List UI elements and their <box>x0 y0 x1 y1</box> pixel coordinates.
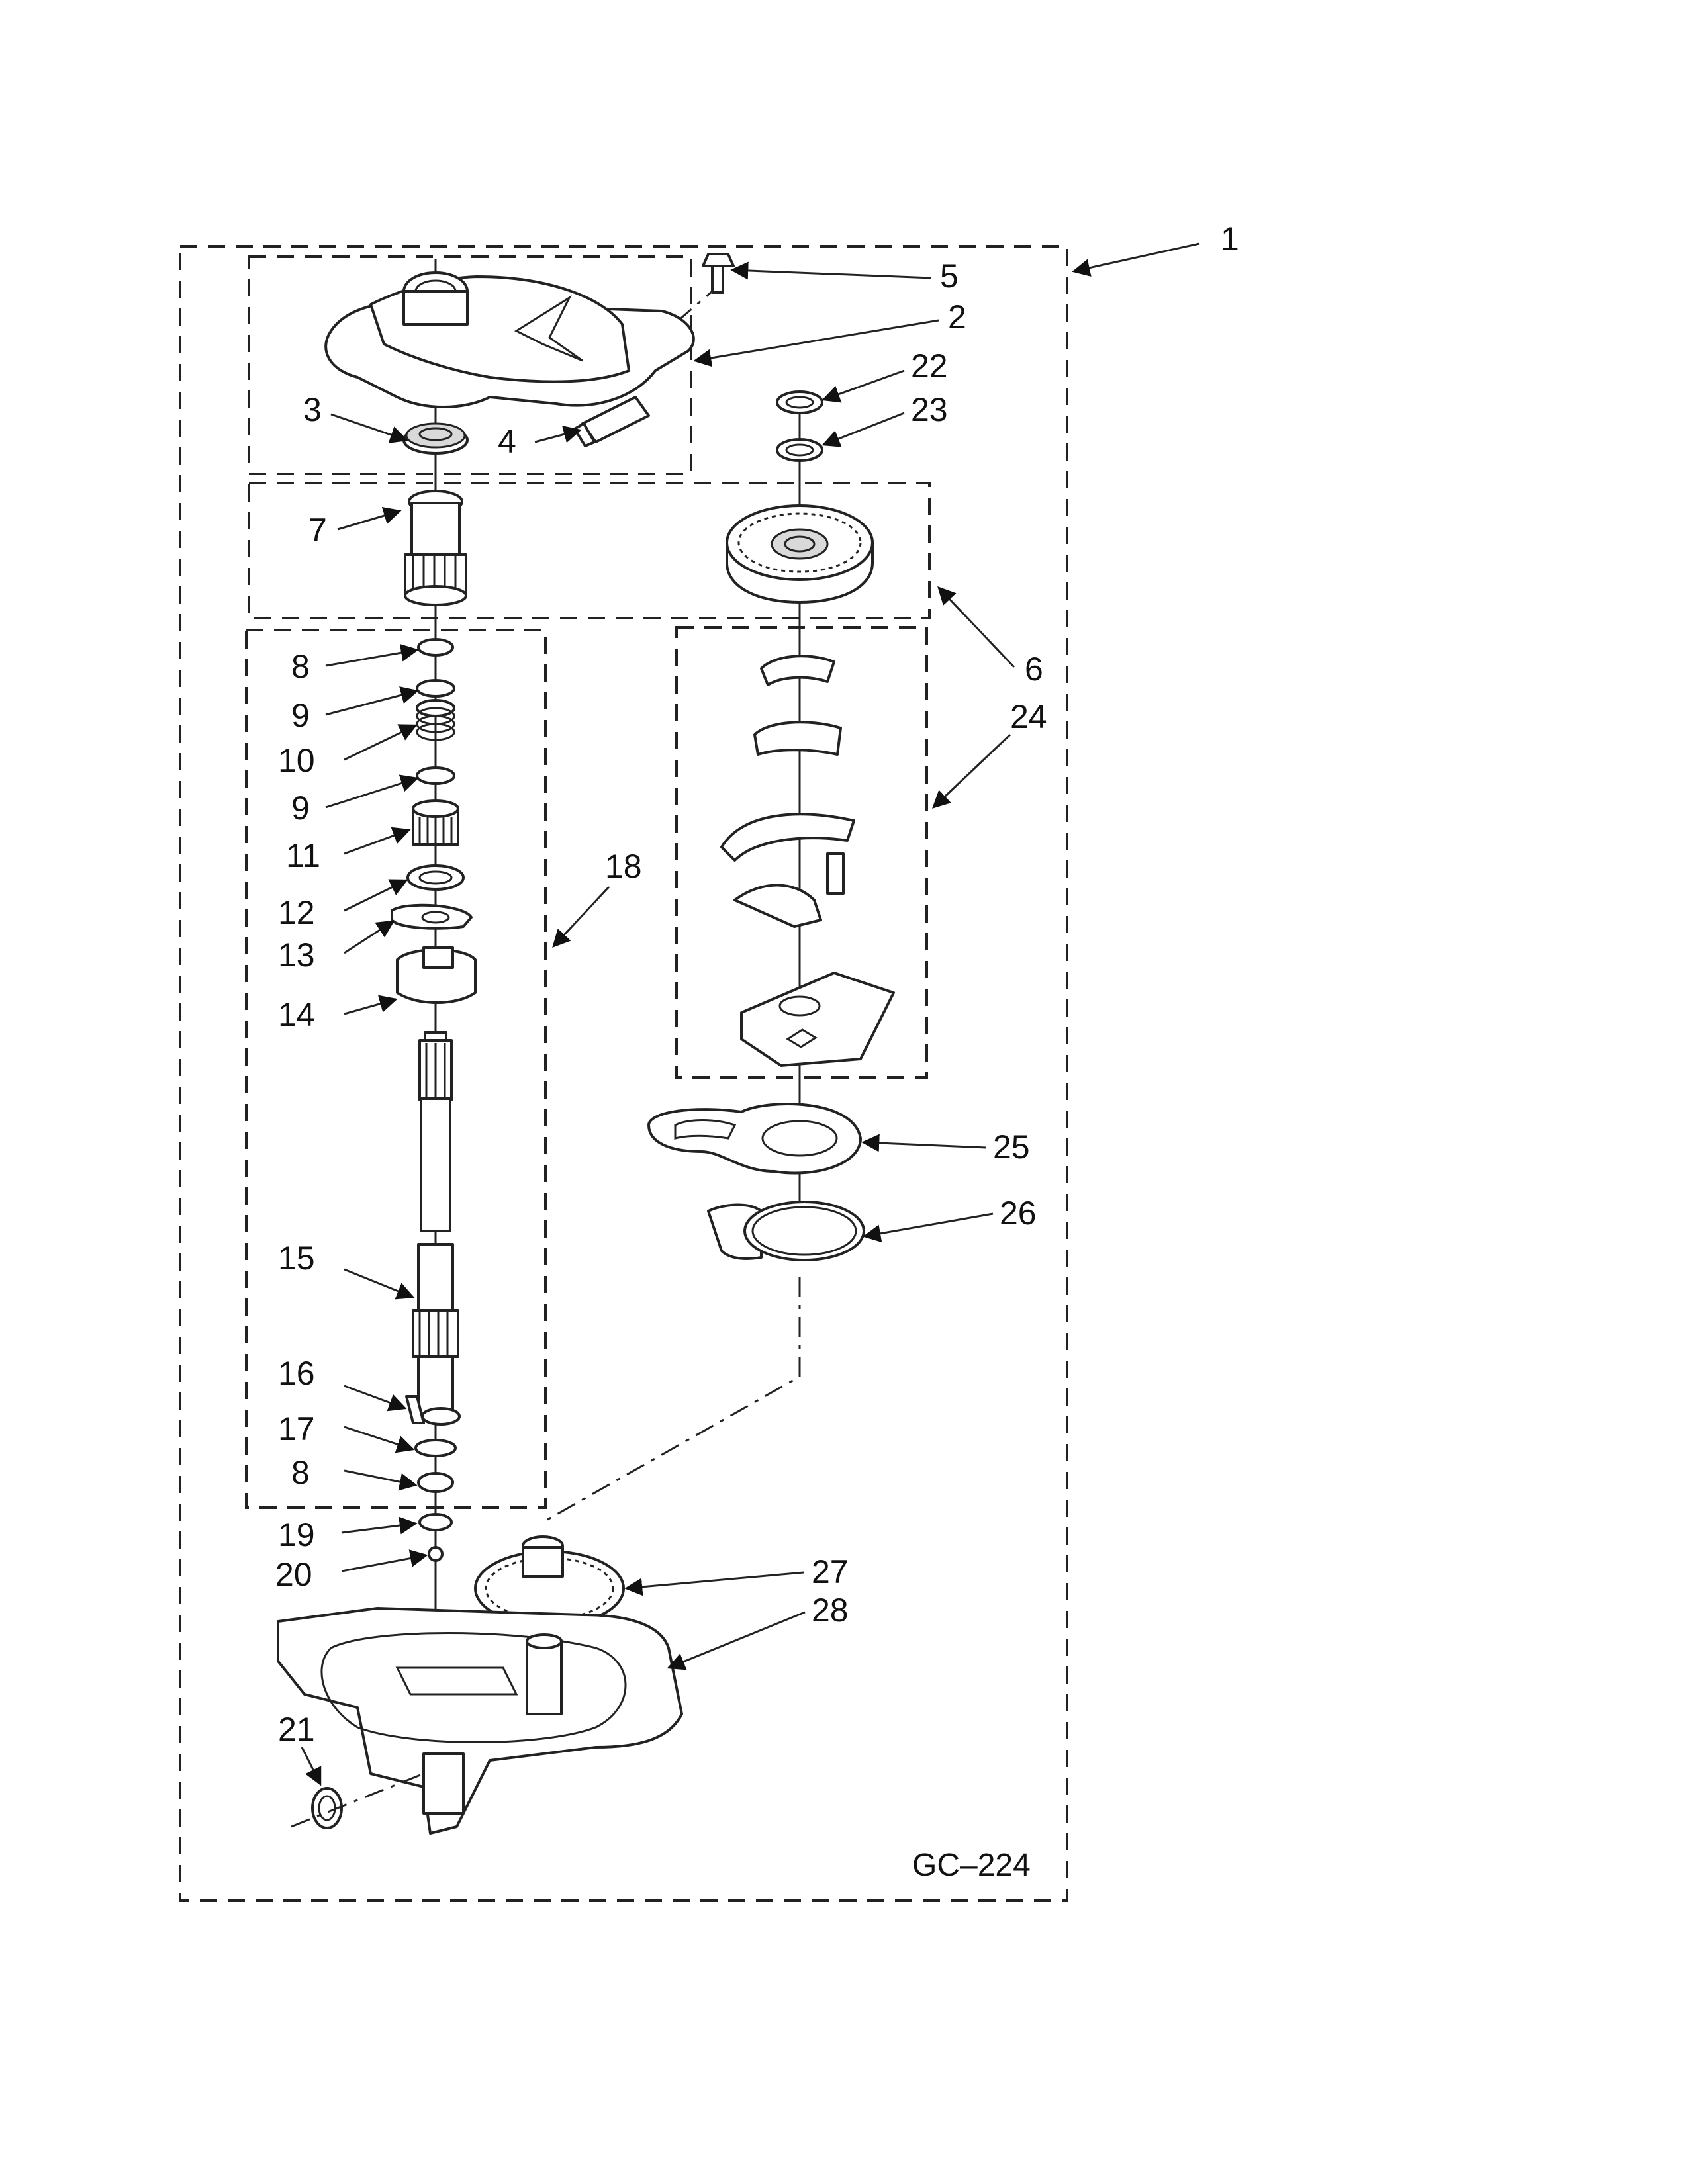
callout-17: 17 <box>278 1410 315 1447</box>
callout-9-bottom: 9 <box>291 790 310 827</box>
retaining-ring-part-16 <box>405 1395 461 1426</box>
callout-21: 21 <box>278 1711 315 1748</box>
callout-6: 6 <box>1025 651 1043 688</box>
callout-18: 18 <box>605 848 642 885</box>
drawing-code: GC–224 <box>912 1848 1031 1883</box>
callout-23: 23 <box>911 391 948 428</box>
retaining-ring-part-8-bottom <box>417 1472 454 1493</box>
callout-25: 25 <box>993 1128 1030 1165</box>
leader-lines <box>301 242 1200 1786</box>
cam-part-14 <box>396 946 477 1004</box>
screw-part-5 <box>702 253 735 294</box>
callout-19: 19 <box>278 1516 315 1553</box>
callout-7: 7 <box>308 512 327 549</box>
callout-2: 2 <box>948 298 966 336</box>
drive-hub-part-7 <box>404 490 467 606</box>
callout-28: 28 <box>812 1592 849 1629</box>
pinion-gear-part-11 <box>412 799 459 846</box>
agitate-shaft-part-15 <box>412 1031 459 1418</box>
washer-part-17 <box>414 1439 457 1457</box>
cam-part-13 <box>391 903 473 930</box>
callout-24: 24 <box>1010 698 1047 735</box>
shift-lever-part-25 <box>647 1103 862 1175</box>
clutch-band-part-26 <box>707 1201 865 1261</box>
callout-3: 3 <box>303 391 322 428</box>
gearcase-cover <box>324 271 695 408</box>
assembly-box-6 <box>248 482 931 619</box>
callout-20: 20 <box>275 1556 312 1593</box>
washer-part-12 <box>406 864 465 891</box>
callout-10: 10 <box>278 742 315 779</box>
shift-assembly-part-24 <box>720 655 895 1067</box>
axis-right-lower <box>542 1277 801 1524</box>
callout-11: 11 <box>286 837 320 874</box>
drive-gear-part-6 <box>726 504 874 604</box>
gearcase-base-part-28 <box>277 1607 683 1835</box>
callout-8-top: 8 <box>291 648 310 685</box>
washer-part-9-bottom <box>416 766 455 785</box>
retaining-ring-part-8-top <box>417 638 454 657</box>
assembly-box-24 <box>675 626 928 1079</box>
assembly-box-2 <box>248 255 692 475</box>
ball-part-20 <box>428 1546 444 1562</box>
retaining-ring-part-22 <box>776 390 823 414</box>
callout-1: 1 <box>1221 220 1239 257</box>
callout-8-bottom: 8 <box>291 1454 310 1491</box>
callout-15: 15 <box>278 1240 315 1277</box>
bearing-part-19 <box>418 1513 453 1531</box>
callout-13: 13 <box>278 936 315 974</box>
callout-14: 14 <box>278 996 315 1033</box>
callout-5: 5 <box>940 257 959 295</box>
callout-26: 26 <box>1000 1195 1037 1232</box>
seal-part-21 <box>311 1787 343 1829</box>
assembly-box-18 <box>245 629 547 1509</box>
callout-22: 22 <box>911 347 948 385</box>
callout-27: 27 <box>812 1553 849 1590</box>
callout-16: 16 <box>278 1355 315 1392</box>
callout-4: 4 <box>498 423 516 460</box>
callout-9-top: 9 <box>291 697 310 734</box>
assembly-box-1 <box>179 245 1068 1902</box>
washer-part-9-top <box>416 679 455 698</box>
seal-part-3 <box>402 422 469 455</box>
washer-part-23 <box>776 438 823 462</box>
callout-12: 12 <box>278 894 315 931</box>
